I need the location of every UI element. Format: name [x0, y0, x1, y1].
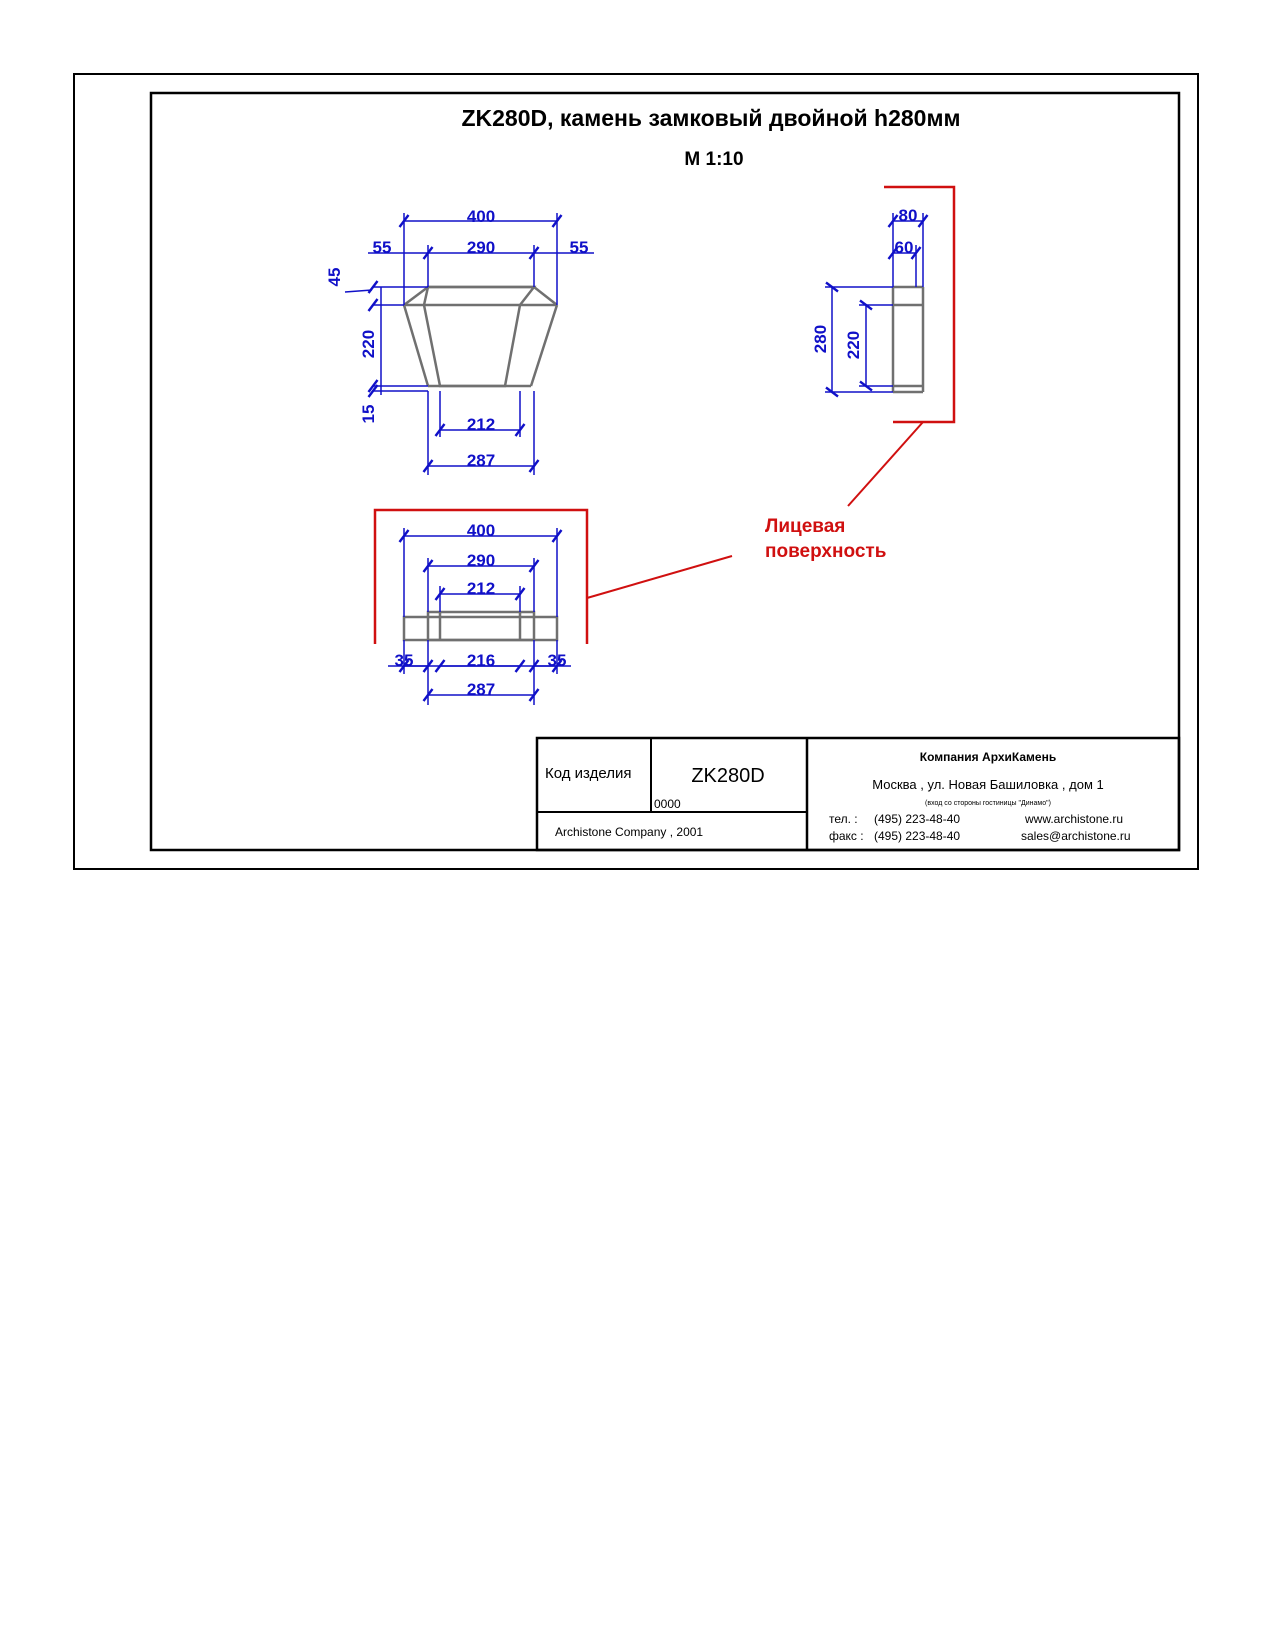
dim-front-top-right-55: 55: [570, 238, 589, 257]
front-view: 400 290 55 55 45 220 15 212 287: [325, 207, 594, 475]
drawing-scale: М 1:10: [684, 149, 743, 170]
dim-front-bottom-212: 212: [467, 415, 495, 434]
face-leader-plan: [586, 555, 733, 599]
face-leader-side: [847, 421, 924, 507]
face-label-line2: поверхность: [765, 541, 886, 562]
product-code-small: 0000: [654, 797, 681, 811]
company-address: Москва , ул. Новая Башиловка , дом 1: [872, 777, 1103, 792]
copyright-text: Archistone Company , 2001: [555, 825, 703, 839]
side-face-marker: [884, 185, 956, 424]
dim-front-h-220: 220: [359, 330, 378, 358]
side-view: 80 60 280 220: [811, 185, 956, 424]
dim-side-280: 280: [811, 325, 830, 353]
dim-front-top-290: 290: [467, 238, 495, 257]
dim-front-h-45: 45: [325, 268, 344, 287]
product-code-label: Код изделия: [545, 765, 631, 782]
inner-frame: [149, 91, 1181, 852]
plan-view: 400 290 212 35 216 35 287: [373, 508, 589, 705]
dim-plan-left-35: 35: [395, 651, 414, 670]
outer-frame: [73, 73, 1199, 870]
plan-view-dimension-lines: [388, 528, 571, 705]
product-code-value: ZK280D: [691, 765, 764, 787]
fax-label: факс :: [829, 829, 864, 843]
front-view-outline: [402, 285, 559, 388]
face-label-line1: Лицевая: [765, 516, 845, 537]
dim-plan-287: 287: [467, 680, 495, 699]
tel-label: тел. :: [829, 812, 858, 826]
side-view-outline: [891, 285, 925, 394]
dim-plan-right-35: 35: [548, 651, 567, 670]
plan-face-marker: [373, 508, 589, 644]
fax-number: (495) 223-48-40: [874, 829, 960, 843]
website-link[interactable]: www.archistone.ru: [1024, 812, 1123, 826]
dim-plan-216: 216: [467, 651, 495, 670]
dim-front-top-left-55: 55: [373, 238, 392, 257]
drawing-title: ZK280D, камень замковый двойной h280мм: [461, 105, 960, 131]
dim-side-80: 80: [899, 206, 918, 225]
dim-front-top-400: 400: [467, 207, 495, 226]
side-view-dimension-lines: [825, 213, 929, 398]
front-view-dimension-lines: [344, 213, 594, 475]
dim-front-h-15: 15: [359, 405, 378, 424]
face-surface-callout: Лицевая поверхность: [586, 421, 924, 599]
dim-front-bottom-287: 287: [467, 451, 495, 470]
dim-side-60: 60: [895, 238, 914, 257]
tel-number: (495) 223-48-40: [874, 812, 960, 826]
company-address-note: (вход со стороны гостиницы "Динамо"): [925, 800, 1051, 807]
plan-view-outline: [402, 610, 559, 642]
dim-plan-290: 290: [467, 551, 495, 570]
dim-plan-400: 400: [467, 521, 495, 540]
company-name: Компания АрхиКамень: [920, 750, 1056, 764]
email-link[interactable]: sales@archistone.ru: [1021, 829, 1131, 843]
title-block: Код изделия ZK280D 0000 Archistone Compa…: [535, 736, 1181, 852]
dim-plan-212: 212: [467, 579, 495, 598]
dim-side-220: 220: [844, 331, 863, 359]
